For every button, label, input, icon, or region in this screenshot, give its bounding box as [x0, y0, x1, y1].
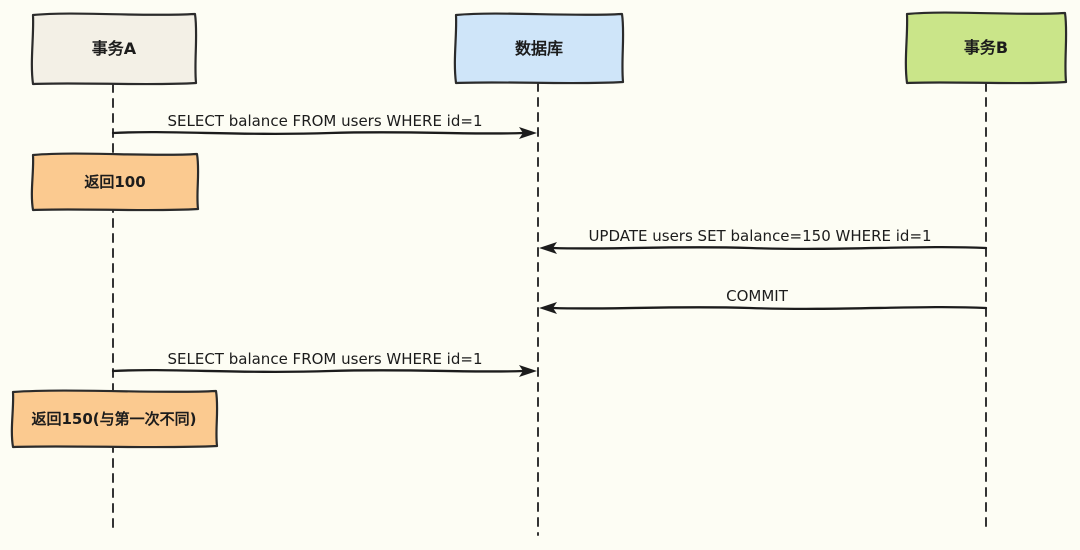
actor-transaction-b: 事务B: [904, 11, 1068, 85]
actor-transaction-a: 事务A: [30, 12, 198, 86]
note-return-150: 返回150(与第一次不同): [10, 389, 219, 449]
arrowhead-left-icon: [539, 302, 557, 314]
note-return-100: 返回100: [30, 152, 200, 212]
message-select-1: SELECT balance FROM users WHERE id=1: [111, 112, 537, 139]
actor-label-transaction-a: 事务A: [92, 39, 137, 58]
note-box-return-100: [30, 152, 200, 212]
actor-label-transaction-b: 事务B: [964, 38, 1008, 57]
message-label-commit: COMMIT: [726, 287, 789, 305]
message-line-update: [551, 245, 988, 251]
note-label-return-150: 返回150(与第一次不同): [31, 410, 196, 428]
message-commit: COMMIT: [539, 287, 988, 314]
actor-database: 数据库: [453, 12, 625, 85]
actor-box-transaction-b: [904, 11, 1068, 85]
actor-box-transaction-a: [30, 12, 198, 86]
message-label-select-1: SELECT balance FROM users WHERE id=1: [168, 112, 483, 130]
actor-box-database: [453, 12, 625, 85]
message-update: UPDATE users SET balance=150 WHERE id=1: [539, 227, 988, 254]
actor-label-database: 数据库: [515, 39, 563, 58]
arrowhead-left-icon: [539, 242, 557, 254]
message-line-select-2: [111, 368, 525, 374]
message-line-commit: [551, 305, 988, 311]
message-label-select-2: SELECT balance FROM users WHERE id=1: [168, 350, 483, 368]
message-select-2: SELECT balance FROM users WHERE id=1: [111, 350, 537, 377]
arrowhead-right-icon: [519, 127, 537, 139]
message-label-update: UPDATE users SET balance=150 WHERE id=1: [588, 227, 931, 245]
note-box-return-150: [10, 389, 219, 449]
note-label-return-100: 返回100: [84, 173, 145, 191]
message-line-select-1: [111, 130, 525, 136]
arrowhead-right-icon: [519, 365, 537, 377]
